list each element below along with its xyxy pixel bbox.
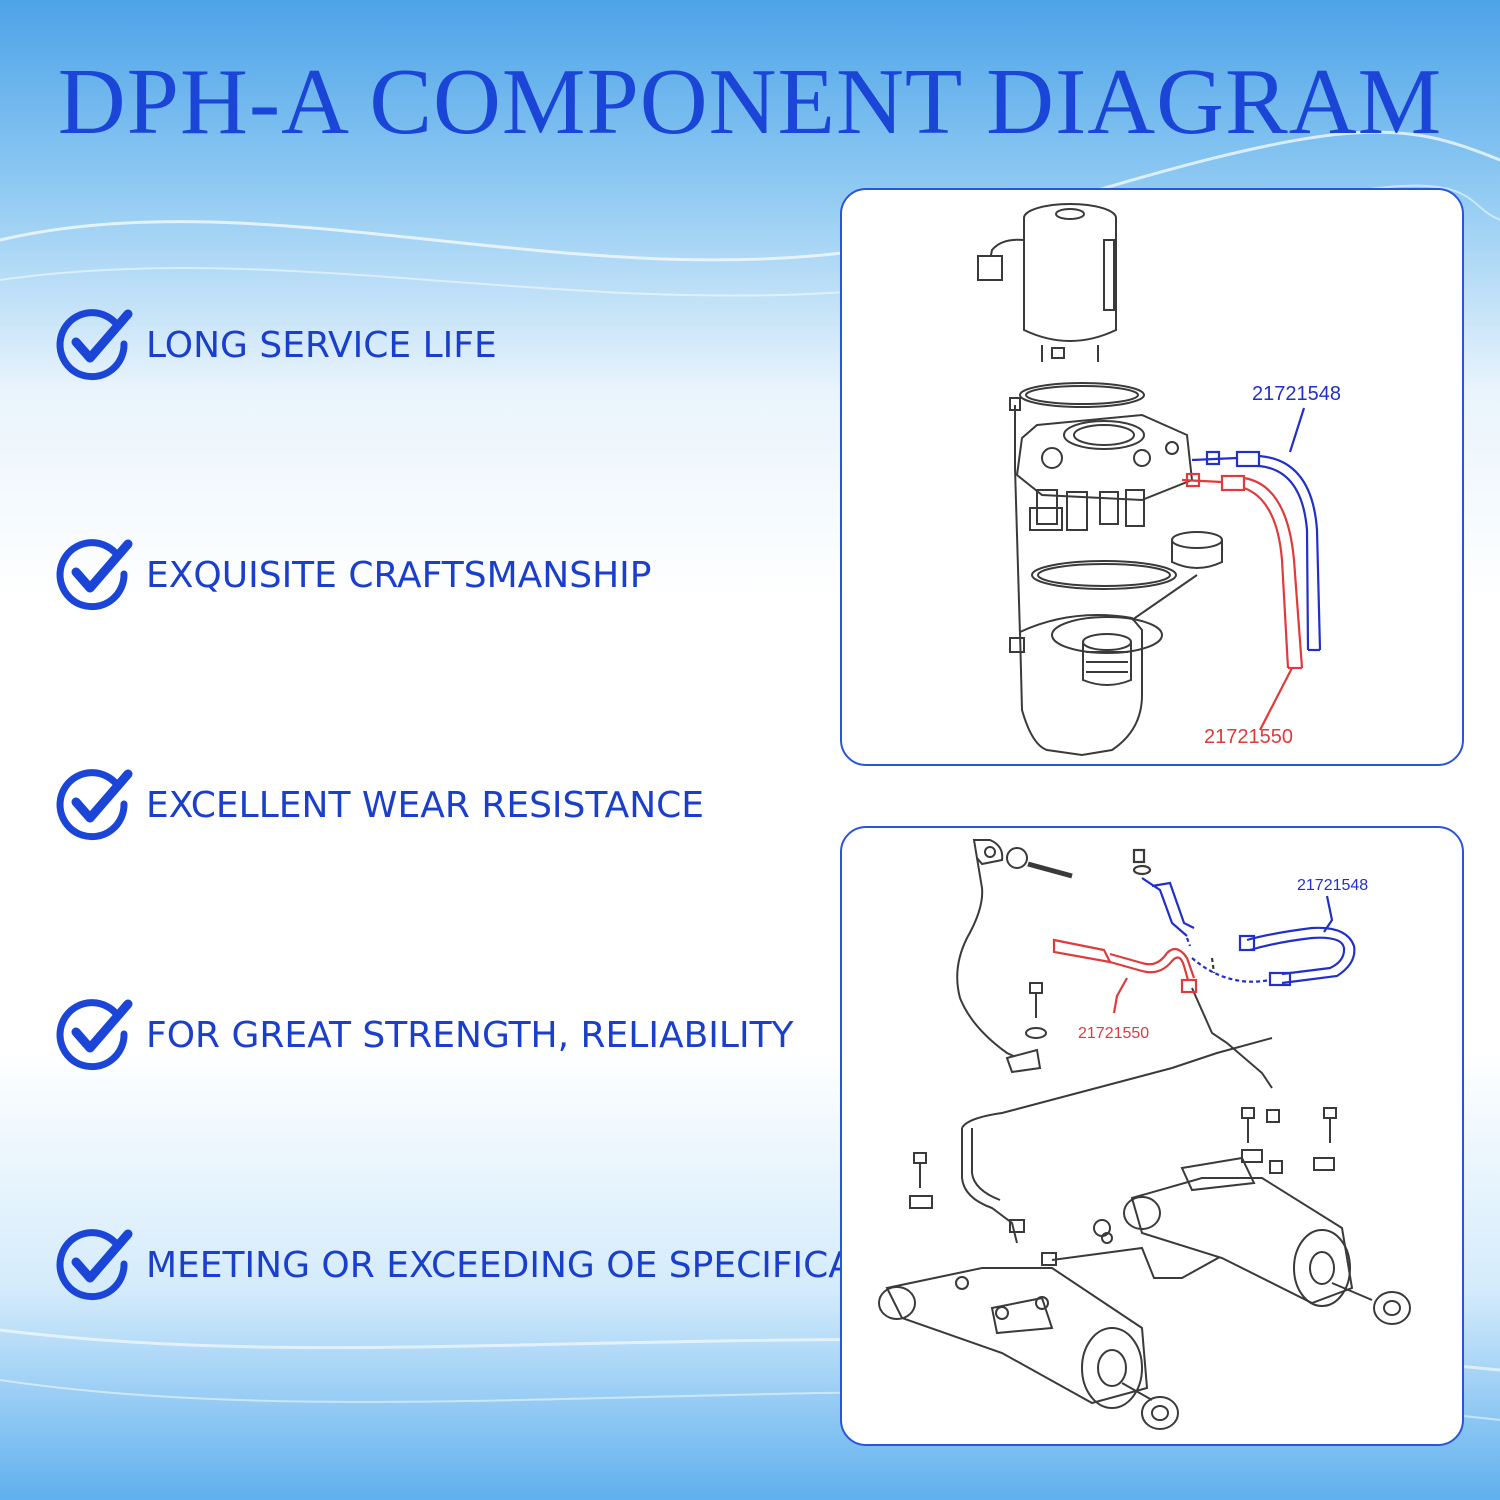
feature-item-oe-spec: MEETING OR EXCEEDING OE SPECIFICATIONS (52, 1225, 961, 1305)
feature-item-strength: FOR GREAT STRENGTH, RELIABILITY (52, 995, 794, 1075)
reservoir-cap (1171, 531, 1223, 569)
part-number-red: 21721550 (1078, 1025, 1149, 1042)
check-circle-icon (56, 309, 133, 381)
reservoir-tank (1009, 614, 1163, 757)
pump-assembly-drawing: 21721548 21721550 (977, 203, 1341, 757)
o-ring (1019, 382, 1145, 408)
blue-hose-assembly (1132, 848, 1356, 987)
cylinder-piping-diagram: 21721548 21721550 (840, 826, 1464, 1446)
red-hose (1181, 472, 1304, 731)
part-number-blue: 21721548 (1297, 877, 1368, 894)
pump-assembly-diagram: 21721548 21721550 (840, 188, 1464, 766)
right-cylinder (1093, 1156, 1411, 1325)
ground-cable (956, 839, 1073, 1074)
feature-item-service-life: LONG SERVICE LIFE (52, 305, 497, 385)
red-hose-assembly (1052, 938, 1198, 1014)
feature-item-wear-resistance: EXCELLENT WEAR RESISTANCE (52, 765, 704, 845)
feature-label: MEETING OR EXCEEDING OE SPECIFICATIONS (146, 1244, 961, 1286)
feature-label: FOR GREAT STRENGTH, RELIABILITY (146, 1014, 794, 1056)
check-circle-icon (56, 999, 133, 1071)
valve-manifold (1009, 397, 1194, 531)
check-circle-icon (56, 539, 133, 611)
feature-label: LONG SERVICE LIFE (146, 324, 497, 366)
motor (977, 203, 1117, 362)
hard-piping (961, 987, 1303, 1279)
part-number-blue: 21721548 (1252, 383, 1341, 405)
feature-item-craftsmanship: EXQUISITE CRAFTSMANSHIP (52, 535, 651, 615)
fittings (1009, 1109, 1283, 1266)
part-number-red: 21721550 (1204, 726, 1293, 748)
check-circle-icon (56, 1229, 133, 1301)
o-ring-lower (1031, 560, 1177, 590)
cylinder-piping-drawing: 21721548 21721550 (878, 839, 1411, 1430)
left-cylinder (878, 1267, 1179, 1430)
feature-label: EXCELLENT WEAR RESISTANCE (146, 784, 705, 826)
check-circle-icon (56, 769, 133, 841)
blue-hose (1191, 407, 1322, 652)
feature-label: EXQUISITE CRAFTSMANSHIP (146, 554, 652, 596)
bolts (909, 982, 1337, 1209)
page-title: DPH-A COMPONENT DIAGRAM (57, 50, 1443, 154)
